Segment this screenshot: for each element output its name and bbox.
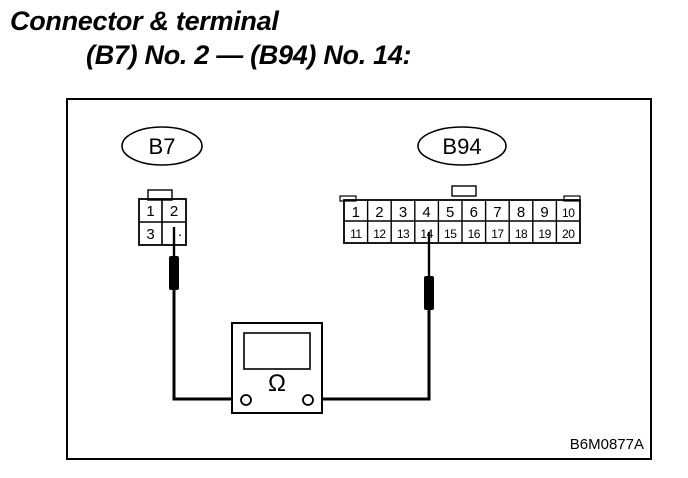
b7-label-text: B7 [149, 134, 176, 159]
b7-label-ellipse: B7 [121, 126, 203, 166]
b7-connector-latch [147, 189, 173, 201]
b94-label-text: B94 [442, 134, 481, 159]
right-lead-wire [312, 310, 431, 401]
b94-pin-2: 2 [375, 204, 383, 221]
b94-connector-latch [451, 185, 477, 197]
figure-code: B6M0877A [570, 436, 644, 453]
b7-connector: 1 2 3 · [138, 189, 187, 246]
ohmmeter: Ω [231, 322, 323, 414]
ohmmeter-terminal-right [302, 394, 314, 406]
b94-pin-7: 7 [493, 204, 501, 221]
b94-pin-10: 10 [562, 206, 575, 220]
b94-pin-16: 16 [468, 227, 481, 241]
b94-label-ellipse: B94 [417, 126, 507, 166]
test-leads [169, 227, 434, 401]
b94-pin-9: 9 [540, 204, 548, 221]
ohm-symbol: Ω [268, 370, 286, 397]
heading-line-2: (B7) No. 2 — (B94) No. 14: [86, 40, 412, 70]
b94-right-tab [563, 195, 581, 202]
b94-pin-17: 17 [491, 227, 504, 241]
left-lead-wire [172, 290, 242, 401]
b94-pin-4: 4 [422, 204, 430, 221]
b94-pin-15: 15 [444, 227, 457, 241]
b7-pin-2: 2 [170, 203, 178, 220]
b94-pin-14: 14 [420, 227, 433, 241]
b94-pin-13: 13 [397, 227, 410, 241]
diagram-frame [66, 98, 652, 460]
b94-pin-18: 18 [515, 227, 528, 241]
b94-pin-1: 1 [352, 204, 360, 221]
b94-pin-8: 8 [517, 204, 525, 221]
b94-pin-6: 6 [470, 204, 478, 221]
b94-left-tab [339, 195, 357, 202]
b94-pin-3: 3 [399, 204, 407, 221]
b94-pin-11: 11 [350, 227, 362, 241]
b94-pin-12: 12 [373, 227, 386, 241]
b94-pin-20: 20 [562, 227, 575, 241]
b94-pin-5: 5 [446, 204, 454, 221]
ohmmeter-display [243, 332, 311, 370]
heading-line-1: Connector & terminal [10, 6, 279, 36]
ohmmeter-terminal-left [240, 394, 252, 406]
b94-pin-19: 19 [538, 227, 551, 241]
left-probe-handle [169, 256, 179, 290]
b7-pin-3: 3 [146, 226, 154, 243]
b7-pin-1: 1 [146, 203, 154, 220]
b7-pin-4: · [178, 226, 183, 243]
right-probe-handle [424, 276, 434, 310]
